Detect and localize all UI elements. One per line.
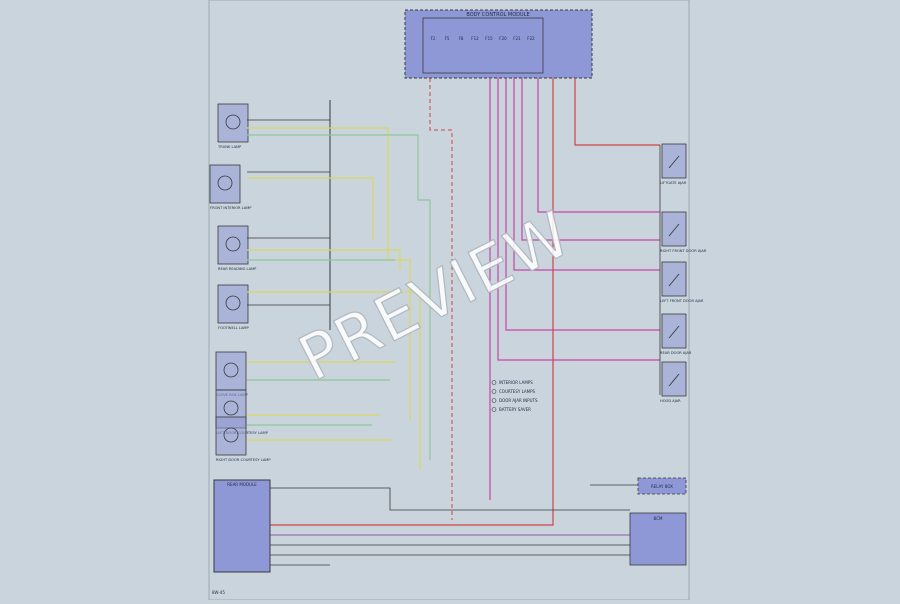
fuse-label: F22 [527,36,535,41]
legend: INTERIOR LAMPS COURTESY LAMPS DOOR AJAR IN… [491,380,538,412]
bcm-label: BODY CONTROL MODULE [466,12,529,18]
component-label: RIGHT FRONT DOOR AJAR [660,249,707,253]
component-label: REAR DOOR AJAR [660,351,692,355]
left-components: TRUNK LAMP FRONT INTERIOR LAMP REAR READIN… [209,103,271,462]
rear-module: REAR MODULE [213,479,271,573]
legend-bullet-icon [491,389,497,394]
lamp-icon [225,295,241,311]
fuse-label: F21 [513,36,521,41]
lamp-icon [223,427,239,443]
right-component: RIGHT FRONT DOOR AJAR [660,211,707,253]
legend-bullet-icon [491,380,497,385]
component-label: LIFTGATE AJAR [660,181,687,185]
right-component: LEFT FRONT DOOR AJAR [660,261,704,303]
lamp-icon [223,400,239,416]
switch-icon [668,373,680,387]
left-component: REAR READING LAMP [217,225,257,271]
fuse-label: F8 [459,36,464,41]
component-label: TRUNK LAMP [217,145,242,149]
right-component: HOOD AJAR [660,361,687,403]
right-component: REAR DOOR AJAR [660,313,692,355]
left-component: FOOTWELL LAMP [217,284,250,330]
lamp-icon [223,362,239,378]
fuse-label: F12 [471,36,479,41]
component-label: HOOD AJAR [660,399,681,403]
left-component: FRONT INTERIOR LAMP [209,164,252,210]
component-label: FRONT INTERIOR LAMP [210,206,252,210]
component-label: REAR READING LAMP [218,267,257,271]
fuse-labels: F2 F5 F8 F12 F15 F20 F21 F22 [431,36,536,41]
component-label: LEFT FRONT DOOR AJAR [660,299,704,303]
left-component: RIGHT DOOR COURTESY LAMP [215,416,271,462]
right-component: LIFTGATE AJAR [660,143,687,185]
diagram-border [208,0,690,601]
fuse-label: F15 [485,36,493,41]
legend-item: DOOR AJAR INPUTS [499,398,538,403]
wiring [247,78,661,566]
lower-right-label: BCM [654,516,663,521]
right-components: LIFTGATE AJAR RIGHT FRONT DOOR AJAR LEFT F… [660,143,707,403]
left-component: TRUNK LAMP [217,103,249,149]
legend-item: COURTESY LAMPS [499,389,536,394]
relay-box: RELAY BOX [637,477,687,495]
component-label: RIGHT DOOR COURTESY LAMP [216,458,271,462]
relay-box-label: RELAY BOX [651,484,673,489]
legend-item: INTERIOR LAMPS [499,380,533,385]
legend-bullet-icon [491,407,497,412]
component-label: FOOTWELL LAMP [218,326,250,330]
page-number: 8W-45 [212,590,225,595]
legend-item: BATTERY SAVER [499,407,531,412]
fuse-label: F20 [499,36,507,41]
switch-icon [668,155,680,169]
switch-icon [668,273,680,287]
legend-bullet-icon [491,398,497,403]
lower-right-module: BCM [629,512,687,566]
lamp-icon [225,114,241,130]
lamp-icon [217,175,233,191]
lamp-icon [225,236,241,252]
switch-icon [668,325,680,339]
fuse-label: F5 [445,36,450,41]
rear-module-label: REAR MODULE [227,482,257,487]
switch-icon [668,223,680,237]
fuse-label: F2 [431,36,436,41]
